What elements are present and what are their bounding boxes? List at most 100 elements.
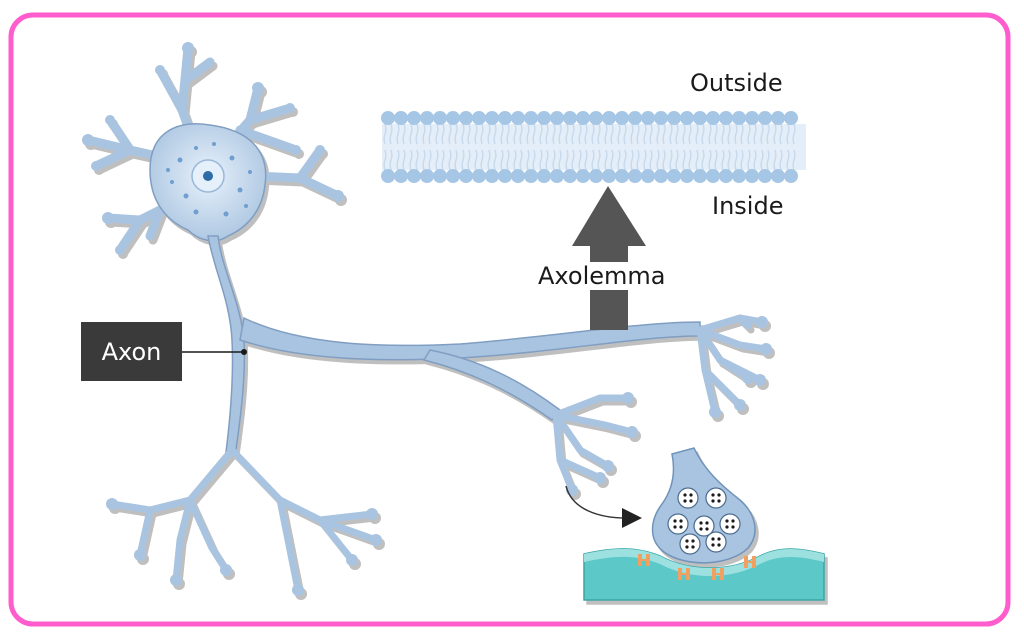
lipid-tail [636,149,640,171]
lipid-tail [487,149,491,171]
phospholipid-head [498,111,512,125]
phospholipid-head [758,111,772,125]
lipid-tail [435,149,439,171]
lipid-tail [383,123,387,145]
phospholipid-head [511,111,525,125]
neurotransmitter-dot [699,521,703,525]
synaptic-vesicle [679,533,701,555]
receptor [678,568,690,580]
lipid-tail [792,123,796,145]
middle-terminals [552,394,636,494]
lipid-tail [753,123,757,145]
soma-internals [166,142,252,251]
axon-pointer-dot [241,349,247,355]
neurotransmitter-dot [685,545,689,549]
lipid-tail [383,149,387,171]
lipid-tail [656,149,660,171]
phospholipid-head [706,111,720,125]
synaptic-vesicle [693,515,715,537]
lipid-tail [753,149,757,171]
middle-terminal-tips [566,392,638,496]
lipid-tail [571,123,575,145]
lipid-tail [513,123,517,145]
lipid-tail [760,149,764,171]
neurotransmitter-dot [679,525,683,529]
neurotransmitter-dot [689,493,693,497]
up-arrow-icon [572,186,646,330]
synaptic-vesicle [667,513,689,535]
neurotransmitter-dot [725,519,729,523]
receptors [638,554,756,580]
lipid-tail [734,149,738,171]
lipid-tail [695,149,699,171]
lipid-tail [545,123,549,145]
phospholipid-head [407,111,421,125]
lipid-tail [597,149,601,171]
neurotransmitter-dot [685,539,689,543]
lipid-tail [467,123,471,145]
neurotransmitter-dot [705,527,709,531]
lipid-tail [740,149,744,171]
phospholipid-head [433,111,447,125]
lipid-tail [623,149,627,171]
lipid-tail [500,149,504,171]
lipid-tail [519,149,523,171]
neurotransmitter-dot [711,493,715,497]
receptor [744,556,756,568]
lipid-tail [441,149,445,171]
lipid-tail [591,149,595,171]
phospholipid-head [563,169,577,183]
lipid-tail [428,149,432,171]
lipid-tail [688,123,692,145]
lipid-tail [402,149,406,171]
lipid-tail [708,149,712,171]
lipid-tail [766,123,770,145]
lipid-tail [760,123,764,145]
lipid-tail [617,149,621,171]
neurotransmitter-dot [679,519,683,523]
phospholipid-head [589,111,603,125]
neurotransmitter-dot [717,537,721,541]
lipid-tail [539,149,543,171]
lower-terminals [108,446,380,594]
lipid-tail [747,123,751,145]
lipid-tail [545,149,549,171]
lipid-tail [448,123,452,145]
phospholipid-head [381,169,395,183]
phospholipid-head [667,111,681,125]
neurotransmitter-dot [711,543,715,547]
phospholipid-head [589,169,603,183]
neurotransmitter-dot [725,525,729,529]
lipid-tail [506,123,510,145]
lipid-tail [714,123,718,145]
phospholipid-head [784,169,798,183]
phospholipid-head [641,111,655,125]
lipid-tail [500,123,504,145]
phospholipid-head [550,169,564,183]
phospholipid-head [433,169,447,183]
lipid-tail [617,123,621,145]
right-terminal-tips [709,316,772,418]
lipid-tail [747,149,751,171]
phospholipid-head [537,111,551,125]
phospholipid-head [745,169,759,183]
lipid-tail [565,149,569,171]
phospholipid-head [420,111,434,125]
lipid-tail [604,149,608,171]
phospholipid-head [498,169,512,183]
neurotransmitter-dot [673,525,677,529]
lipid-tail [513,149,517,171]
phospholipid-head [615,111,629,125]
phospholipid-head [446,111,460,125]
neurotransmitter-dot [683,499,687,503]
lipid-tail [643,123,647,145]
receptor [712,568,724,580]
lipid-tail [578,123,582,145]
neurotransmitter-dot [691,539,695,543]
lipid-tail [734,123,738,145]
lipid-tail [532,149,536,171]
lipid-tail [701,123,705,145]
lipid-tail [578,149,582,171]
lipid-tail [779,149,783,171]
